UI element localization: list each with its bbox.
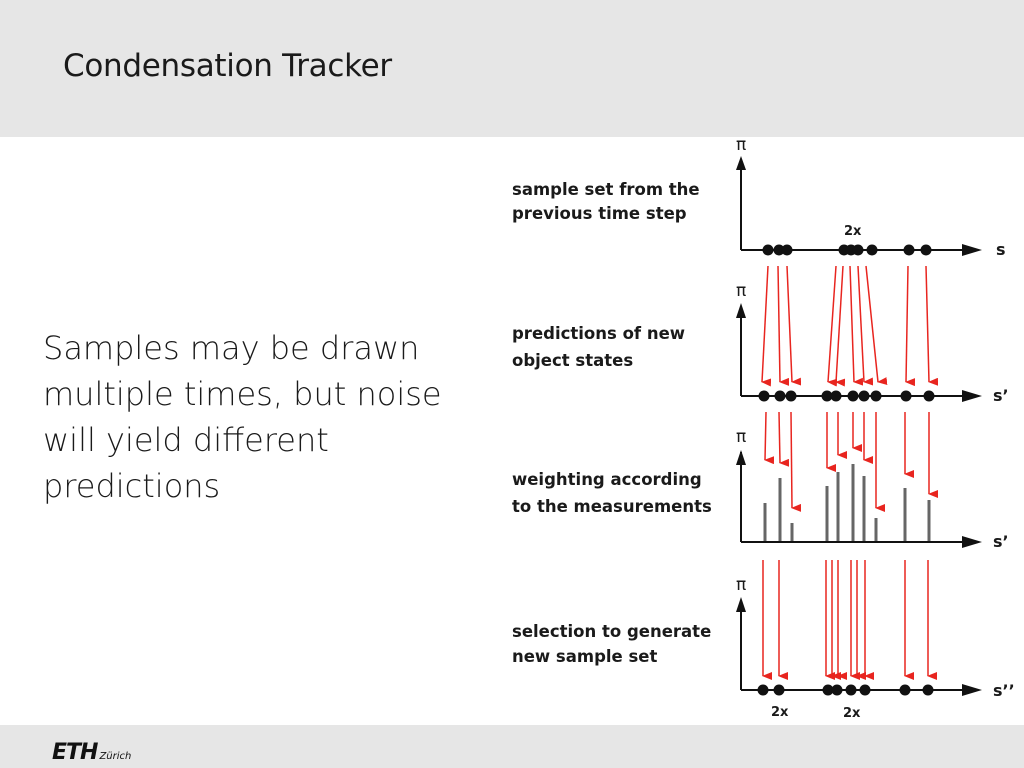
stage-4-label-line: selection to generate xyxy=(512,622,711,641)
y-axis-label: π xyxy=(736,427,746,447)
y-axis-label: π xyxy=(736,137,746,155)
title-bar xyxy=(0,0,1024,137)
footer-bar xyxy=(0,725,1024,768)
logo-subtext: Zürich xyxy=(99,751,132,762)
stage-1-label-line: previous time step xyxy=(512,204,687,223)
y-axis-label: π xyxy=(736,281,746,301)
body-line: will yield different xyxy=(43,421,329,459)
x-axis-label: s’ xyxy=(993,532,1009,551)
eth-logo: ETH Zürich xyxy=(52,740,132,765)
x-axis-label: s’’ xyxy=(993,681,1015,700)
body-line: predictions xyxy=(43,467,221,505)
multiplicity-label: 2x xyxy=(844,224,862,239)
body-text: Samples may be drawn multiple times, but… xyxy=(43,325,493,509)
body-line: Samples may be drawn xyxy=(43,329,420,367)
body-line: multiple times, but noise xyxy=(43,375,442,413)
x-axis-label: s’ xyxy=(993,386,1009,405)
stage-2-label-line: object states xyxy=(512,351,633,370)
stage-3-label-line: to the measurements xyxy=(512,497,712,516)
selection-arrows xyxy=(762,560,937,680)
weight-bars xyxy=(763,464,931,541)
y-axis-label: π xyxy=(736,575,746,595)
weighting-arrows xyxy=(764,411,938,512)
sample-dots xyxy=(757,244,935,696)
stage-3-label-line: weighting according xyxy=(512,470,702,489)
logo-mark: ETH xyxy=(52,740,98,765)
stage-1-label-line: sample set from the xyxy=(512,180,700,199)
multiplicity-label: 2x xyxy=(843,706,861,721)
prediction-arrows xyxy=(761,265,939,387)
stage-4-label-line: new sample set xyxy=(512,647,657,666)
slide-title: Condensation Tracker xyxy=(63,48,392,84)
stage-2-label-line: predictions of new xyxy=(512,324,685,343)
x-axis-label: s xyxy=(996,240,1006,259)
multiplicity-label: 2x xyxy=(771,705,789,720)
condensation-diagram: sample set from the previous time step p… xyxy=(512,137,1015,721)
